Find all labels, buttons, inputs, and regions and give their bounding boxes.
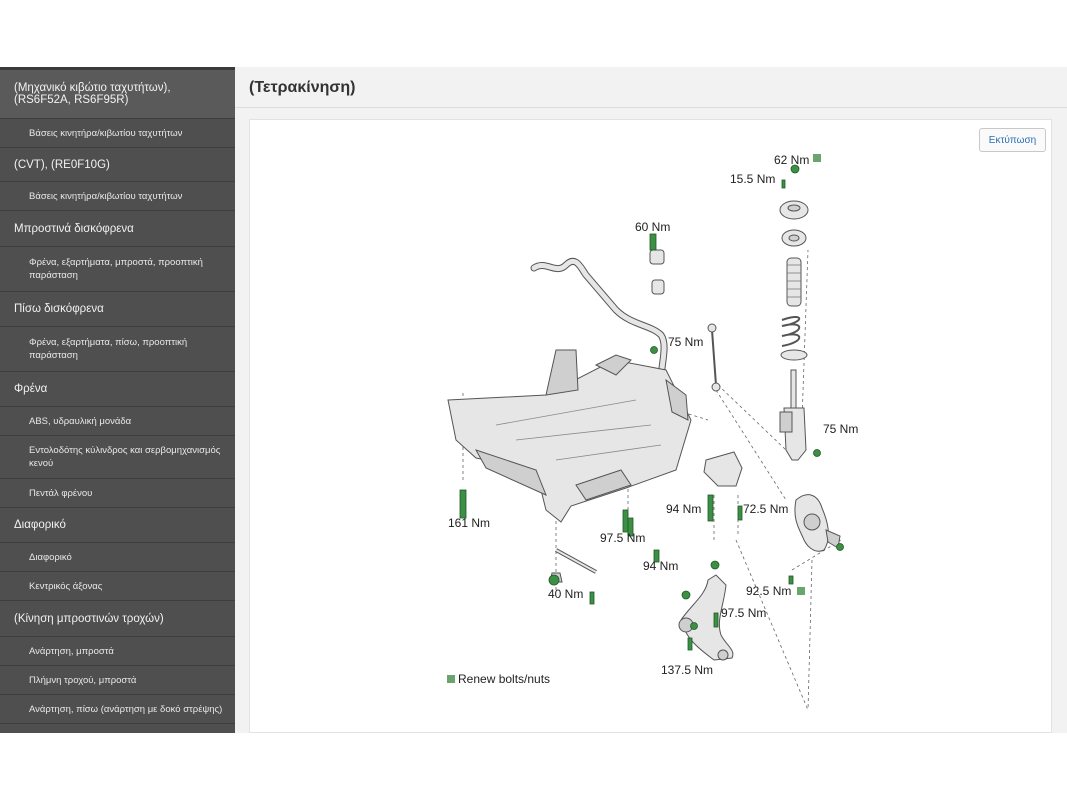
torque-label: 161 Nm (448, 516, 490, 530)
fastener-bolts (459, 164, 844, 651)
mounting-bracket (703, 451, 743, 487)
torque-label: 92.5 Nm (746, 584, 791, 598)
title-divider (235, 107, 1067, 108)
torque-labels: 62 Nm 15.5 Nm 60 Nm 75 Nm 75 Nm 161 Nm 9… (448, 153, 858, 677)
diagram-panel: Εκτύπωση (249, 119, 1052, 733)
sidebar-item-label: Βάσεις κινητήρα/κιβωτίου ταχυτήτων (29, 127, 183, 139)
sidebar-item-label: (Μηχανικό κιβώτιο ταχυτήτων), (RS6F52A, … (14, 82, 171, 106)
suspension-exploded-diagram: 62 Nm 15.5 Nm 60 Nm 75 Nm 75 Nm 161 Nm 9… (447, 153, 858, 710)
sidebar-item[interactable]: Βάσεις κινητήρα/κιβωτίου ταχυτήτων (0, 119, 235, 148)
sidebar-category[interactable]: Πίσω δισκόφρενα (0, 292, 235, 327)
print-button[interactable]: Εκτύπωση (979, 128, 1046, 152)
torque-label: 40 Nm (548, 587, 583, 601)
torque-label: 60 Nm (635, 220, 670, 234)
sidebar-item[interactable]: Εντολοδότης κύλινδρος και σερβομηχανισμό… (0, 436, 235, 479)
renew-marker (813, 154, 821, 162)
sidebar-item[interactable]: Φρένα, εξαρτήματα, πίσω, προοπτική παράσ… (0, 327, 235, 372)
sidebar-item-label: ABS, υδραυλική μονάδα (29, 415, 132, 427)
app-window: (Μηχανικό κιβώτιο ταχυτήτων), (RS6F52A, … (0, 67, 1067, 733)
sidebar-item-label: Διαφορικό (14, 519, 66, 531)
torque-label: 94 Nm (643, 559, 678, 573)
renew-marker (797, 587, 805, 595)
lower-control-arm (678, 574, 734, 661)
sidebar-item-label: Φρένα, εξαρτήματα, πίσω, προοπτική παράσ… (29, 337, 188, 361)
sidebar-category[interactable]: (Μηχανικό κιβώτιο ταχυτήτων), (RS6F52A, … (0, 67, 235, 119)
sidebar-item-label: Βάσεις κινητήρα/κιβωτίου ταχυτήτων (29, 190, 183, 202)
page-title: (Τετρακίνηση) (249, 79, 356, 96)
sidebar-nav: (Μηχανικό κιβώτιο ταχυτήτων), (RS6F52A, … (0, 67, 235, 733)
sidebar-item-label: (CVT), (RE0F10G) (14, 158, 110, 171)
sidebar-item-label: Μπροστινά δισκόφρενα (14, 222, 134, 235)
sidebar-item-label: Διαφορικό (29, 551, 72, 563)
sidebar-item[interactable]: Ανάρτηση, μπροστά (0, 637, 235, 666)
sidebar-item-label: Κεντρικός άξονας (29, 580, 103, 592)
torque-label: 75 Nm (668, 335, 703, 349)
sidebar-item[interactable]: Κεντρικός άξονας (0, 572, 235, 601)
sidebar-item-label: Ανάρτηση, πίσω (ανάρτηση με δοκό στρέψης… (29, 703, 223, 715)
torque-label: 75 Nm (823, 422, 858, 436)
stabilizer-bar (530, 249, 721, 392)
sidebar-item[interactable]: Ανάρτηση, πίσω (ανάρτηση με δοκό στρέψης… (0, 695, 235, 724)
sidebar-item[interactable]: Πεντάλ φρένου (0, 479, 235, 508)
sidebar-item-label: Φρένα, εξαρτήματα, μπροστά, προοπτική πα… (29, 257, 203, 281)
sidebar-item-label: Φρένα (14, 383, 48, 395)
torque-label: 97.5 Nm (600, 531, 645, 545)
sidebar-item[interactable]: Βάσεις κινητήρα/κιβωτίου ταχυτήτων (0, 182, 235, 211)
torque-label: 72.5 Nm (743, 502, 788, 516)
renew-legend-swatch (447, 675, 455, 683)
main-content: (Τετρακίνηση) Εκτύπωση (235, 67, 1067, 733)
sidebar-item-label: Πεντάλ φρένου (29, 487, 93, 499)
strut-assembly (779, 200, 809, 461)
sidebar-category[interactable]: Μπροστινά δισκόφρενα (0, 211, 235, 247)
torque-label: 137.5 Nm (661, 663, 713, 677)
front-subframe (447, 349, 692, 523)
torque-label: 15.5 Nm (730, 172, 775, 186)
diagram-legend: Renew bolts/nuts (447, 672, 550, 686)
sidebar-item-label: Πλήμνη τροχού, μπροστά (29, 674, 137, 686)
sidebar-item-label: Εντολοδότης κύλινδρος και σερβομηχανισμό… (29, 445, 221, 469)
torque-label: 62 Nm (774, 153, 809, 167)
torque-label: 97.5 Nm (721, 606, 766, 620)
sidebar-item[interactable]: ABS, υδραυλική μονάδα (0, 407, 235, 436)
sidebar-item[interactable]: Φρένα, εξαρτήματα, μπροστά, προοπτική πα… (0, 247, 235, 292)
sidebar-category[interactable]: (CVT), (RE0F10G) (0, 148, 235, 182)
legend-label: Renew bolts/nuts (458, 672, 550, 686)
sidebar-item-label: (Κίνηση μπροστινών τροχών) (14, 612, 164, 625)
sidebar-item[interactable]: Διαφορικό (0, 543, 235, 572)
sidebar-category[interactable]: (Κίνηση μπροστινών τροχών) (0, 601, 235, 637)
steering-knuckle (794, 494, 841, 552)
torque-label: 94 Nm (666, 502, 701, 516)
sidebar-item-label: Πίσω δισκόφρενα (14, 303, 104, 315)
sidebar-category[interactable]: Διαφορικό (0, 508, 235, 543)
sidebar-item-label: Ανάρτηση, μπροστά (29, 645, 114, 657)
sidebar-category[interactable]: Φρένα (0, 372, 235, 407)
sidebar-item[interactable]: Πλήμνη τροχού, μπροστά (0, 666, 235, 695)
